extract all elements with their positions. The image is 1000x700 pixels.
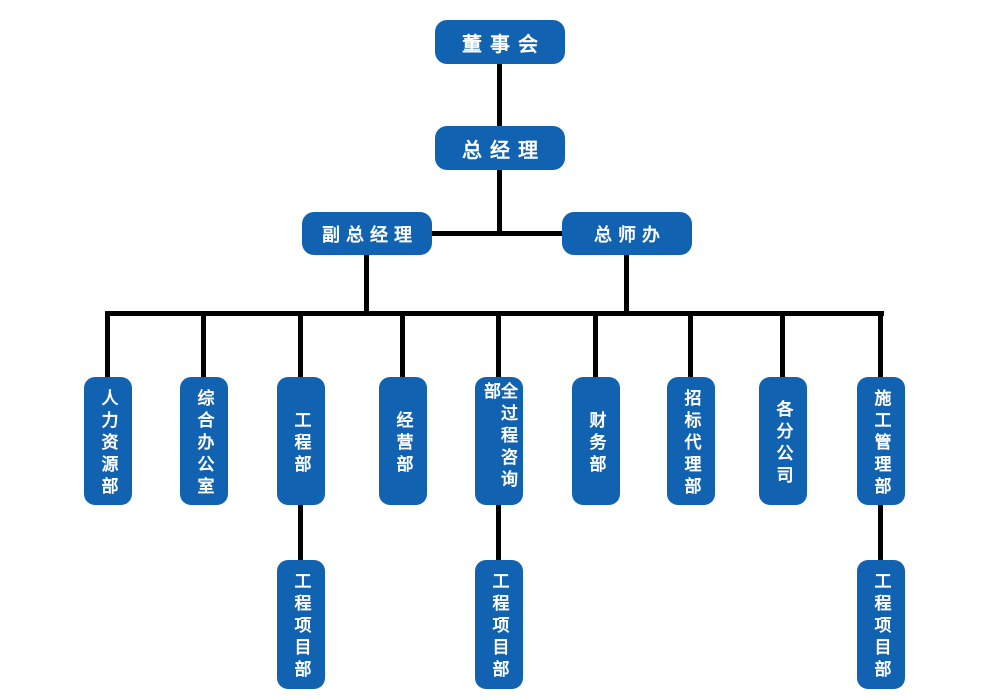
node-label: 总师办 [594, 224, 666, 245]
connector-department-bus [105, 311, 884, 316]
connector-drop-finance [593, 313, 598, 378]
node-project-dept-construction: 工程项目部 [857, 560, 905, 689]
node-dept-engineering: 工程部 [277, 377, 325, 505]
node-label: 董事会 [462, 33, 546, 56]
connector-drop-operations [400, 313, 405, 378]
connector-board-to-gm [497, 63, 502, 127]
connector-consulting-to-project [496, 503, 501, 562]
node-deputy-general-manager: 副总经理 [302, 212, 432, 255]
connector-drop-engineering [298, 313, 303, 378]
connector-chief-office-drop [624, 254, 629, 316]
node-dept-hr: 人力资源部 [84, 377, 132, 505]
node-label: 综合办公室 [194, 388, 214, 499]
connector-gm-to-executives [497, 169, 502, 235]
connector-engineering-to-project [298, 503, 303, 562]
node-board-of-directors: 董事会 [435, 20, 565, 64]
node-dept-operations: 经营部 [379, 377, 427, 505]
node-dept-finance: 财务部 [572, 377, 620, 505]
node-label: 工程项目部 [291, 572, 311, 682]
connector-drop-general-office [201, 313, 206, 378]
node-dept-construction-management: 施工管理部 [857, 377, 905, 505]
node-label: 工程项目部 [489, 572, 509, 682]
connector-drop-consulting [496, 313, 501, 378]
node-general-manager: 总经理 [435, 126, 565, 170]
node-label: 经营部 [393, 410, 413, 477]
node-label: 招标代理部 [681, 388, 701, 499]
node-label: 工程部 [291, 410, 311, 477]
node-label: 工程项目部 [871, 572, 891, 682]
node-dept-whole-process-consulting: 全过程咨询部 [475, 377, 523, 505]
connector-deputy-gm-drop [364, 254, 369, 316]
node-label: 全过程咨询部 [481, 382, 517, 492]
node-dept-general-office: 综合办公室 [180, 377, 228, 505]
node-label: 总经理 [462, 139, 546, 162]
node-label: 人力资源部 [98, 388, 118, 499]
node-label: 各分公司 [773, 399, 793, 488]
node-dept-branch-companies: 各分公司 [759, 377, 807, 505]
node-chief-engineer-office: 总师办 [562, 212, 692, 255]
connector-drop-bidding [688, 313, 693, 378]
connector-drop-branches [780, 313, 785, 378]
node-label: 施工管理部 [871, 388, 891, 499]
connector-drop-hr [105, 313, 110, 378]
node-project-dept-engineering: 工程项目部 [277, 560, 325, 689]
node-label: 副总经理 [322, 224, 418, 245]
node-project-dept-consulting: 工程项目部 [475, 560, 523, 689]
connector-drop-construction [878, 313, 883, 378]
node-label: 财务部 [586, 410, 606, 477]
node-dept-bidding-agency: 招标代理部 [667, 377, 715, 505]
connector-construction-to-project [878, 503, 883, 562]
connector-executives-horizontal [430, 231, 566, 236]
